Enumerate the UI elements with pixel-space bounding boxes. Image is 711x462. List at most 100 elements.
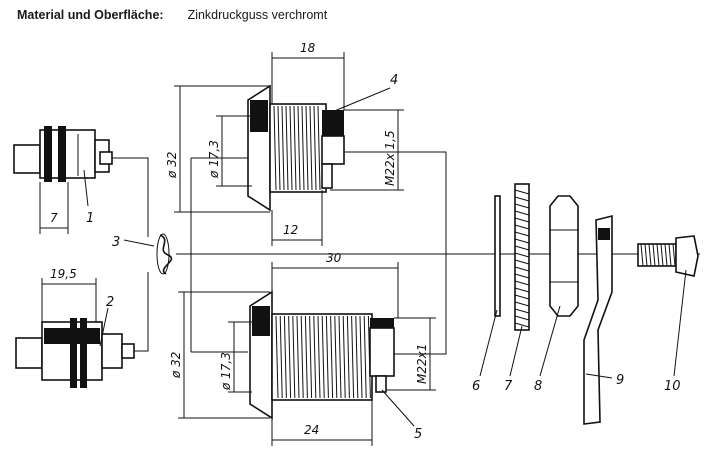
thread-line	[297, 105, 301, 191]
dim-24: 24	[304, 423, 319, 437]
dim-thread-top: M22x 1,5	[383, 130, 397, 186]
thread-line	[514, 210, 530, 216]
thread-line	[304, 315, 308, 399]
thread-line	[313, 105, 317, 191]
dim-dia32-top: ø 32	[165, 152, 179, 179]
thread-line	[363, 315, 367, 399]
label-part-8: 8	[534, 379, 542, 394]
thread-line	[668, 243, 672, 267]
part-number-labels: 1 2 3 4 5 6 7 8 9 10	[86, 73, 681, 442]
dim-dia17-top: ø 17,3	[207, 140, 221, 179]
label-part-5: 5	[414, 427, 422, 442]
thread-line	[514, 294, 530, 300]
dim-18: 18	[300, 41, 316, 55]
thread-line	[289, 105, 293, 191]
thread-line	[672, 243, 676, 267]
thread-line	[309, 105, 313, 191]
thread-line	[288, 315, 292, 399]
label-part-10: 10	[664, 379, 681, 394]
thread-line	[514, 308, 530, 314]
thread-line	[305, 105, 309, 191]
thread-line	[514, 231, 530, 237]
thread-line	[317, 315, 321, 399]
thread-line	[648, 243, 652, 267]
thread-line	[346, 315, 350, 399]
dim-dia32-bottom: ø 32	[169, 352, 183, 379]
thread-line	[514, 280, 530, 286]
thread-line	[514, 217, 530, 223]
thread-line	[359, 315, 363, 399]
thread-line	[640, 243, 644, 267]
thread-line	[279, 315, 283, 399]
thread-line	[351, 315, 355, 399]
thread-line	[283, 315, 287, 399]
thread-line	[664, 243, 668, 267]
thread-line	[325, 315, 329, 399]
thread-line	[514, 259, 530, 265]
dim-12: 12	[283, 223, 298, 237]
thread-line	[514, 266, 530, 272]
thread-line	[652, 243, 656, 267]
thread-line	[355, 315, 359, 399]
leader-lines	[83, 87, 687, 427]
thread-line	[296, 315, 300, 399]
thread-line	[514, 196, 530, 202]
dim-19-5: 19,5	[50, 267, 77, 281]
part-7-toothed-washer	[514, 183, 530, 331]
thread-line	[330, 315, 334, 399]
label-part-6: 6	[472, 379, 480, 394]
label-part-7: 7	[504, 379, 513, 394]
thread-line	[317, 105, 321, 191]
label-part-1: 1	[86, 211, 94, 226]
thread-line	[514, 245, 530, 251]
dim-7: 7	[50, 211, 58, 225]
label-part-2: 2	[106, 295, 114, 310]
thread-line	[313, 315, 317, 399]
part-9-cam-lever	[583, 214, 613, 425]
thread-line	[514, 252, 530, 258]
thread-line	[514, 189, 530, 195]
thread-line	[514, 203, 530, 209]
thread-line	[644, 243, 648, 267]
part-6-washer	[494, 195, 501, 317]
thread-line	[514, 315, 530, 321]
connection-lines-left	[112, 157, 446, 353]
part-1-small-cylinder	[13, 126, 113, 182]
thread-line	[342, 315, 346, 399]
thread-line	[277, 105, 281, 191]
thread-line	[285, 105, 289, 191]
dimension-lines	[39, 52, 436, 446]
thread-line	[660, 243, 664, 267]
thread-line	[514, 238, 530, 244]
thread-line	[292, 315, 296, 399]
part-10-screw	[637, 235, 699, 277]
thread-line	[338, 315, 342, 399]
thread-line	[514, 287, 530, 293]
thread-line	[300, 315, 304, 399]
part-8-hex-nut	[549, 195, 579, 317]
part-5-lower-housing	[249, 290, 395, 420]
label-part-3: 3	[112, 235, 120, 250]
material-header: Material und Oberfläche: Zinkdruckguss v…	[17, 5, 327, 25]
dimension-texts: 18 12 30 24 7 19,5 ø 32 ø 17,3 ø 32 ø 17…	[50, 41, 429, 437]
thread-line	[309, 315, 313, 399]
thread-line	[514, 273, 530, 279]
thread-line	[273, 105, 277, 191]
thread-line	[514, 224, 530, 230]
part-2-large-cylinder	[15, 318, 135, 388]
part-3-spring	[156, 233, 173, 275]
thread-line	[656, 243, 660, 267]
dim-thread-bottom: M22x1	[415, 344, 429, 384]
material-label: Material und Oberfläche:	[17, 8, 164, 22]
thread-line	[514, 301, 530, 307]
dim-dia17-bottom: ø 17,3	[219, 352, 233, 391]
dim-30: 30	[326, 251, 342, 265]
thread-line	[301, 105, 305, 191]
thread-line	[281, 105, 285, 191]
material-value: Zinkdruckguss verchromt	[187, 8, 328, 22]
thread-line	[334, 315, 338, 399]
label-part-4: 4	[390, 73, 398, 88]
label-part-9: 9	[616, 373, 624, 388]
thread-line	[293, 105, 297, 191]
